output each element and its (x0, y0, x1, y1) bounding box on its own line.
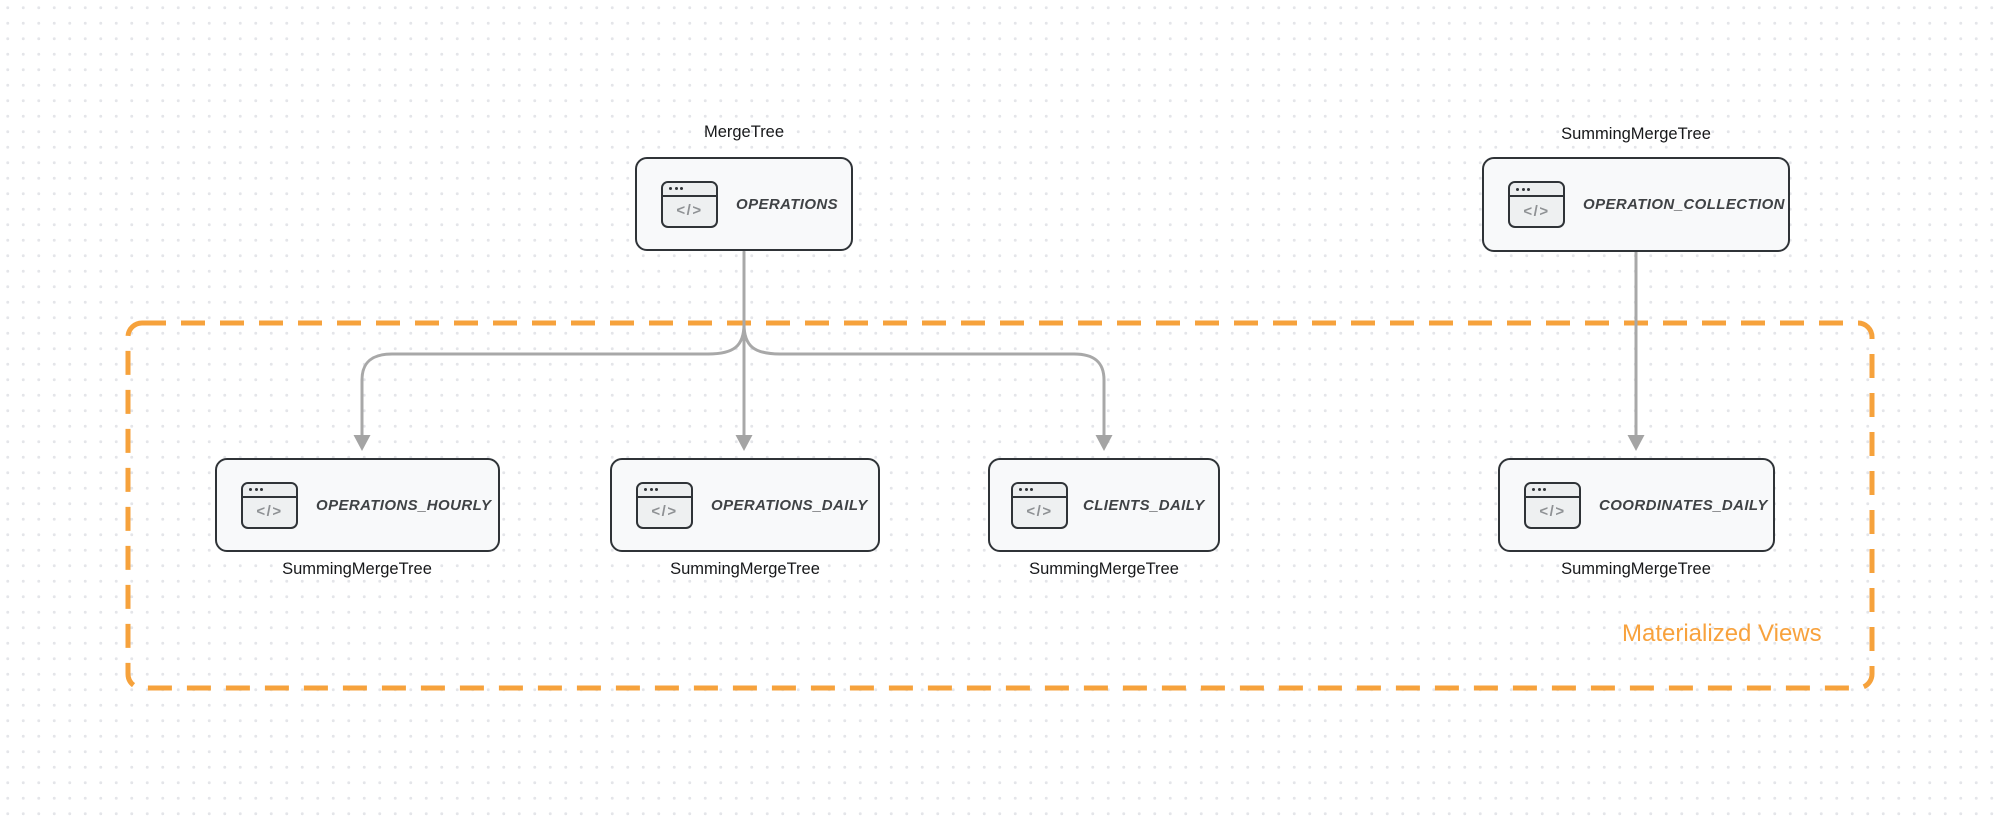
window-dots (663, 182, 716, 197)
materialized-views-group-outline[interactable] (125, 320, 1875, 691)
table-node-operations-daily[interactable]: </> OPERATIONS_DAILY (610, 458, 880, 552)
table-name: CLIENTS_DAILY (1083, 496, 1205, 514)
code-glyph: </> (1523, 202, 1550, 220)
arrowheads (353, 435, 1645, 451)
code-glyph: </> (651, 503, 678, 520)
window-dots (243, 483, 296, 498)
engine-label-summingmergetree: SummingMergeTree (1561, 125, 1711, 143)
edge-operations-to-clients-daily[interactable] (742, 322, 1106, 438)
code-glyph: </> (1026, 503, 1053, 520)
engine-label-summingmergetree: SummingMergeTree (1029, 560, 1179, 578)
table-name: COORDINATES_DAILY (1599, 496, 1768, 514)
table-node-operations[interactable]: </> OPERATIONS (635, 157, 853, 251)
table-name: OPERATIONS_HOURLY (316, 496, 492, 514)
table-name: OPERATIONS (736, 195, 839, 213)
table-node-coordinates-daily[interactable]: </> COORDINATES_DAILY (1498, 458, 1775, 552)
window-dots (1013, 483, 1066, 498)
code-window-icon: </> (661, 180, 718, 228)
engine-label-mergetree: MergeTree (703, 123, 785, 141)
table-node-operation-collection[interactable]: </> OPERATION_COLLECTION (1482, 157, 1790, 252)
code-window-icon: </> (1011, 481, 1068, 529)
code-window-icon: </> (1524, 481, 1581, 529)
window-dots (638, 483, 691, 498)
code-glyph: </> (256, 503, 283, 520)
window-dots (1510, 183, 1563, 197)
window-dots (1526, 483, 1579, 498)
group-label-materialized-views: Materialized Views (1622, 620, 1822, 647)
table-name: OPERATION_COLLECTION (1583, 196, 1785, 213)
table-node-clients-daily[interactable]: </> CLIENTS_DAILY (988, 458, 1220, 552)
code-glyph: </> (1539, 503, 1566, 520)
table-node-operations-hourly[interactable]: </> OPERATIONS_HOURLY (215, 458, 500, 552)
table-name: OPERATIONS_DAILY (711, 496, 868, 514)
code-window-icon: </> (1508, 181, 1565, 228)
edge-operations-to-operations-hourly[interactable] (360, 322, 746, 438)
code-window-icon: </> (636, 481, 693, 529)
engine-label-summingmergetree: SummingMergeTree (1561, 560, 1711, 578)
code-glyph: </> (676, 202, 703, 219)
engine-label-summingmergetree: SummingMergeTree (282, 560, 432, 578)
engine-label-summingmergetree: SummingMergeTree (670, 560, 820, 578)
code-window-icon: </> (241, 481, 298, 529)
